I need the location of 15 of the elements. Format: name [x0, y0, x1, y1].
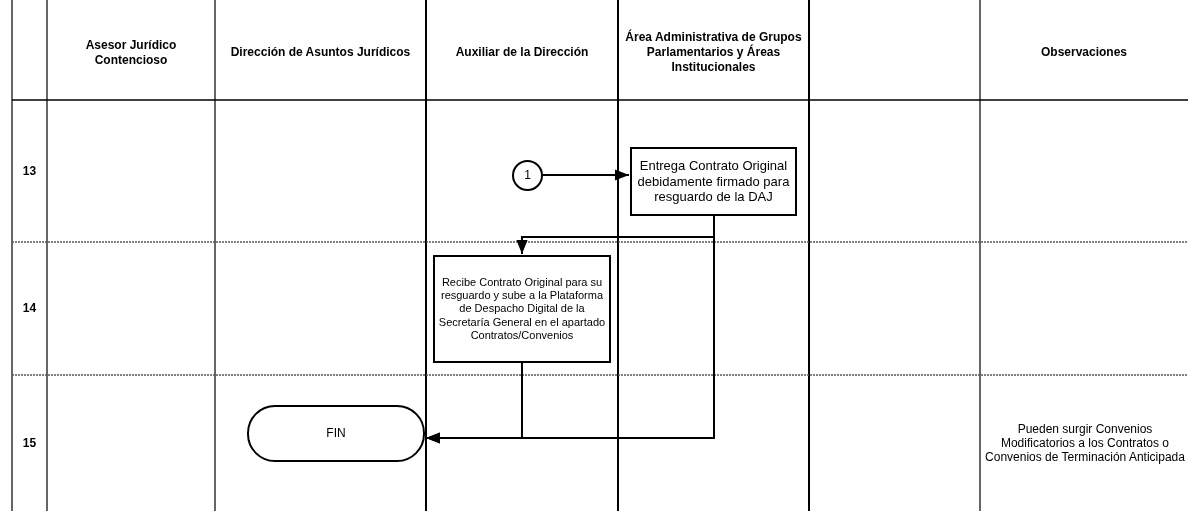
column-header: Área Administrativa de Grupos Parlamentarios y Áreas Institucionales	[624, 30, 803, 75]
arrow	[542, 169, 630, 181]
column-header: Observaciones	[1040, 45, 1127, 60]
column-header: Asesor Jurídico Contencioso	[84, 37, 178, 68]
note-text: Pueden surgir Convenios Modificatorios a los Contratos o Convenios de Terminación Anticipada	[985, 421, 1185, 464]
row-number: 14	[22, 301, 37, 316]
end-terminator: FIN	[247, 405, 425, 462]
row-number: 13	[22, 163, 37, 179]
connector-circle: 1	[512, 160, 543, 191]
process-box: Recibe Contrato Original para su resguardo y sube a la Plataforma de Despacho Digital de la Secretaría General en el apartado Contratos/Convenios	[433, 255, 611, 363]
arrow	[425, 362, 523, 444]
process-box: Entrega Contrato Original debidamente firmado para resguardo de la DAJ	[630, 147, 797, 216]
column-header: Dirección de Asuntos Jurídicos	[230, 45, 411, 60]
column-header: Auxiliar de la Dirección	[455, 45, 589, 60]
row-number: 15	[22, 435, 37, 451]
